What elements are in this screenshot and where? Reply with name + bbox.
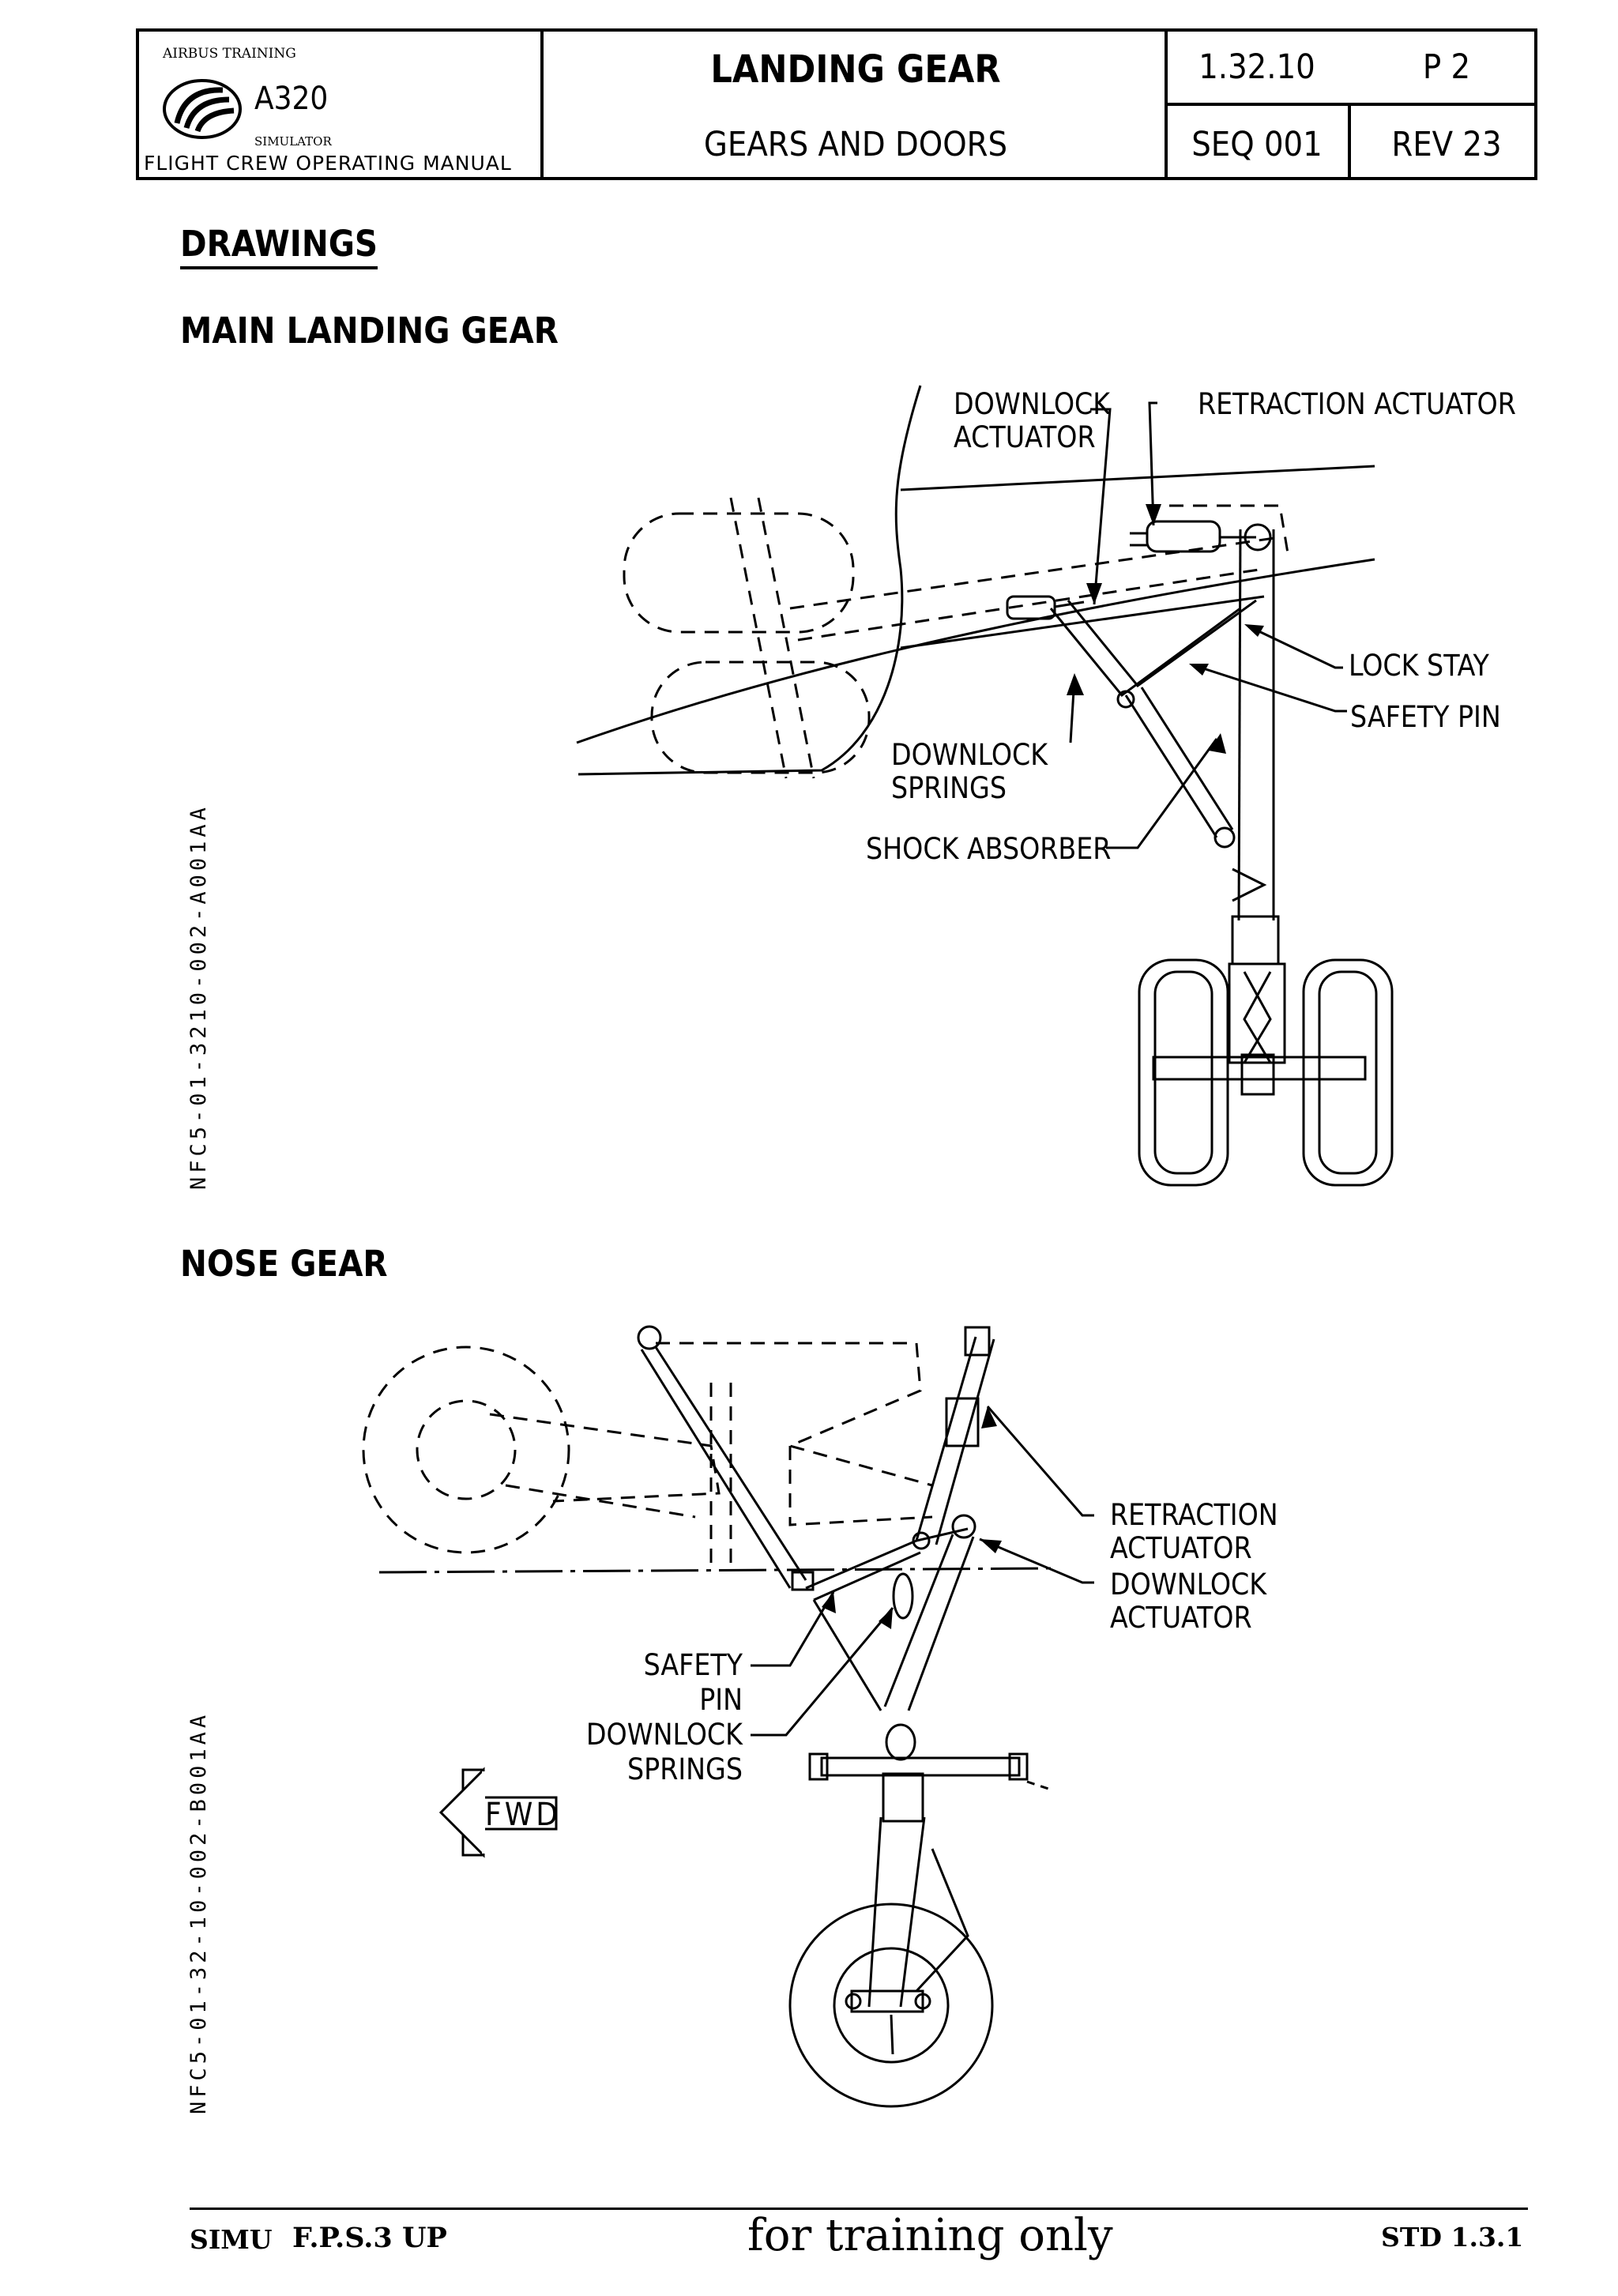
label-downlock-springs: SPRINGS bbox=[627, 1752, 743, 1786]
label-retraction-actuator: ACTUATOR bbox=[1110, 1531, 1252, 1565]
page-number: P 2 bbox=[1422, 47, 1471, 87]
main-landing-gear-drawing: DOWNLOCK ACTUATOR RETRACTION ACTUATOR LO… bbox=[576, 385, 1516, 1187]
header-divider bbox=[540, 32, 544, 177]
label-safety-pin: SAFETY bbox=[644, 1648, 743, 1682]
logo-simulator-text: SIMULATOR bbox=[254, 134, 332, 149]
label-downlock-actuator: DOWNLOCK bbox=[954, 387, 1111, 421]
sequence: SEQ 001 bbox=[1191, 125, 1323, 164]
page-title: LANDING GEAR bbox=[710, 47, 1001, 92]
label-downlock-springs: SPRINGS bbox=[891, 771, 1007, 805]
header-divider bbox=[1348, 103, 1351, 177]
logo-top-text: AIRBUS TRAINING bbox=[163, 46, 296, 62]
section-heading-main-gear: MAIN LANDING GEAR bbox=[180, 310, 559, 352]
label-downlock-springs: DOWNLOCK bbox=[891, 738, 1048, 772]
label-downlock-actuator: DOWNLOCK bbox=[1110, 1568, 1267, 1602]
revision: REV 23 bbox=[1391, 125, 1502, 164]
manual-name: FLIGHT CREW OPERATING MANUAL bbox=[144, 152, 512, 175]
footer-rule bbox=[190, 2208, 1528, 2210]
label-safety-pin: PIN bbox=[699, 1683, 743, 1717]
logo-model: A320 bbox=[254, 81, 329, 117]
footer-training-notice: for training only bbox=[747, 2210, 1113, 2261]
nose-gear-drawing: RETRACTION ACTUATOR DOWNLOCK ACTUATOR SA… bbox=[362, 1325, 1278, 2108]
airbus-training-logo-icon bbox=[163, 79, 242, 139]
label-downlock-springs: DOWNLOCK bbox=[586, 1718, 743, 1752]
nose-gear-ref-code: NFC5-01-32-10-002-B001AA bbox=[186, 1711, 211, 2114]
page-subtitle: GEARS AND DOORS bbox=[703, 125, 1008, 164]
section-heading-nose-gear: NOSE GEAR bbox=[180, 1243, 388, 1285]
footer-std: STD 1.3.1 bbox=[1381, 2222, 1524, 2253]
section-heading-drawings: DRAWINGS bbox=[180, 223, 378, 269]
label-safety-pin: SAFETY PIN bbox=[1350, 700, 1501, 734]
main-gear-ref-code: NFC5-01-3210-002-A001AA bbox=[186, 804, 211, 1190]
footer-simu: SIMU bbox=[190, 2224, 273, 2255]
label-retraction-actuator: RETRACTION ACTUATOR bbox=[1198, 387, 1516, 421]
label-shock-absorber: SHOCK ABSORBER bbox=[866, 832, 1111, 866]
header-table: AIRBUS TRAINING A320 SIMULATOR FLIGHT CR… bbox=[136, 28, 1537, 180]
fwd-arrow-label: FWD bbox=[485, 1797, 561, 1833]
section-ref: 1.32.10 bbox=[1198, 47, 1315, 87]
label-downlock-actuator: ACTUATOR bbox=[1110, 1601, 1252, 1635]
footer-fps: F.P.S.3 UP bbox=[292, 2222, 447, 2254]
header-divider bbox=[1165, 103, 1534, 106]
label-downlock-actuator: ACTUATOR bbox=[954, 420, 1096, 454]
label-lock-stay: LOCK STAY bbox=[1349, 649, 1490, 683]
label-retraction-actuator: RETRACTION bbox=[1110, 1498, 1278, 1532]
